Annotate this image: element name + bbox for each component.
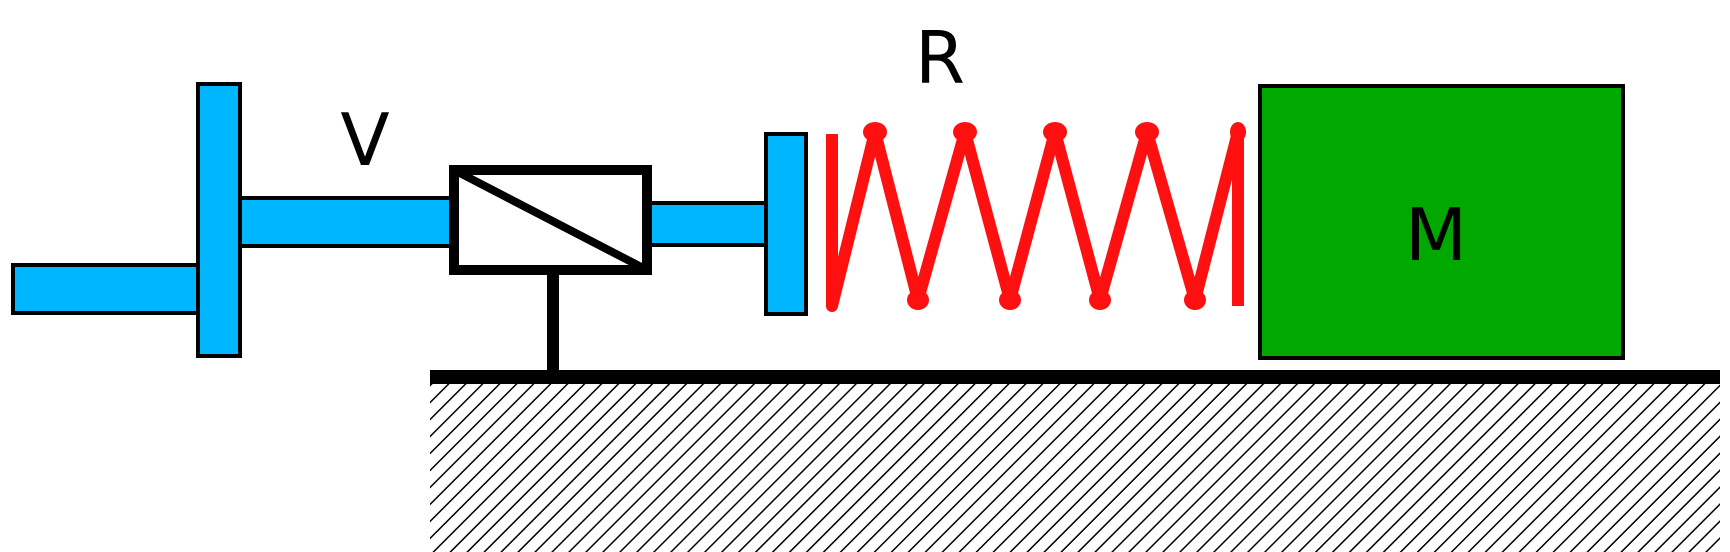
valve-diagonal — [452, 166, 649, 274]
spring-label: R — [915, 16, 965, 100]
spring-joint — [1135, 122, 1159, 142]
mass-label: M — [1405, 193, 1467, 277]
input-plate — [196, 82, 242, 358]
mass-block — [1258, 84, 1625, 360]
spring-joint — [907, 290, 929, 310]
valve-label: V — [340, 98, 389, 182]
spring-joint — [1043, 122, 1067, 142]
valve-assembly — [11, 82, 808, 358]
spring-joint — [1230, 122, 1246, 142]
spring-coil — [826, 126, 1244, 312]
spring-joint — [1089, 290, 1111, 310]
spring-joint — [953, 122, 977, 142]
valve-rod-right — [645, 201, 771, 247]
ground — [430, 370, 1720, 552]
valve-rod-left — [238, 196, 456, 248]
valve-body — [449, 165, 652, 377]
mass-box — [1258, 84, 1625, 360]
spring-joints — [863, 122, 1246, 310]
spring-joint — [1184, 290, 1206, 310]
input-rod — [11, 263, 203, 315]
output-plate — [764, 132, 808, 316]
spring-joint — [863, 122, 887, 142]
spring — [826, 122, 1246, 312]
spring-joint — [999, 290, 1021, 310]
ground-hatch — [430, 377, 1720, 552]
